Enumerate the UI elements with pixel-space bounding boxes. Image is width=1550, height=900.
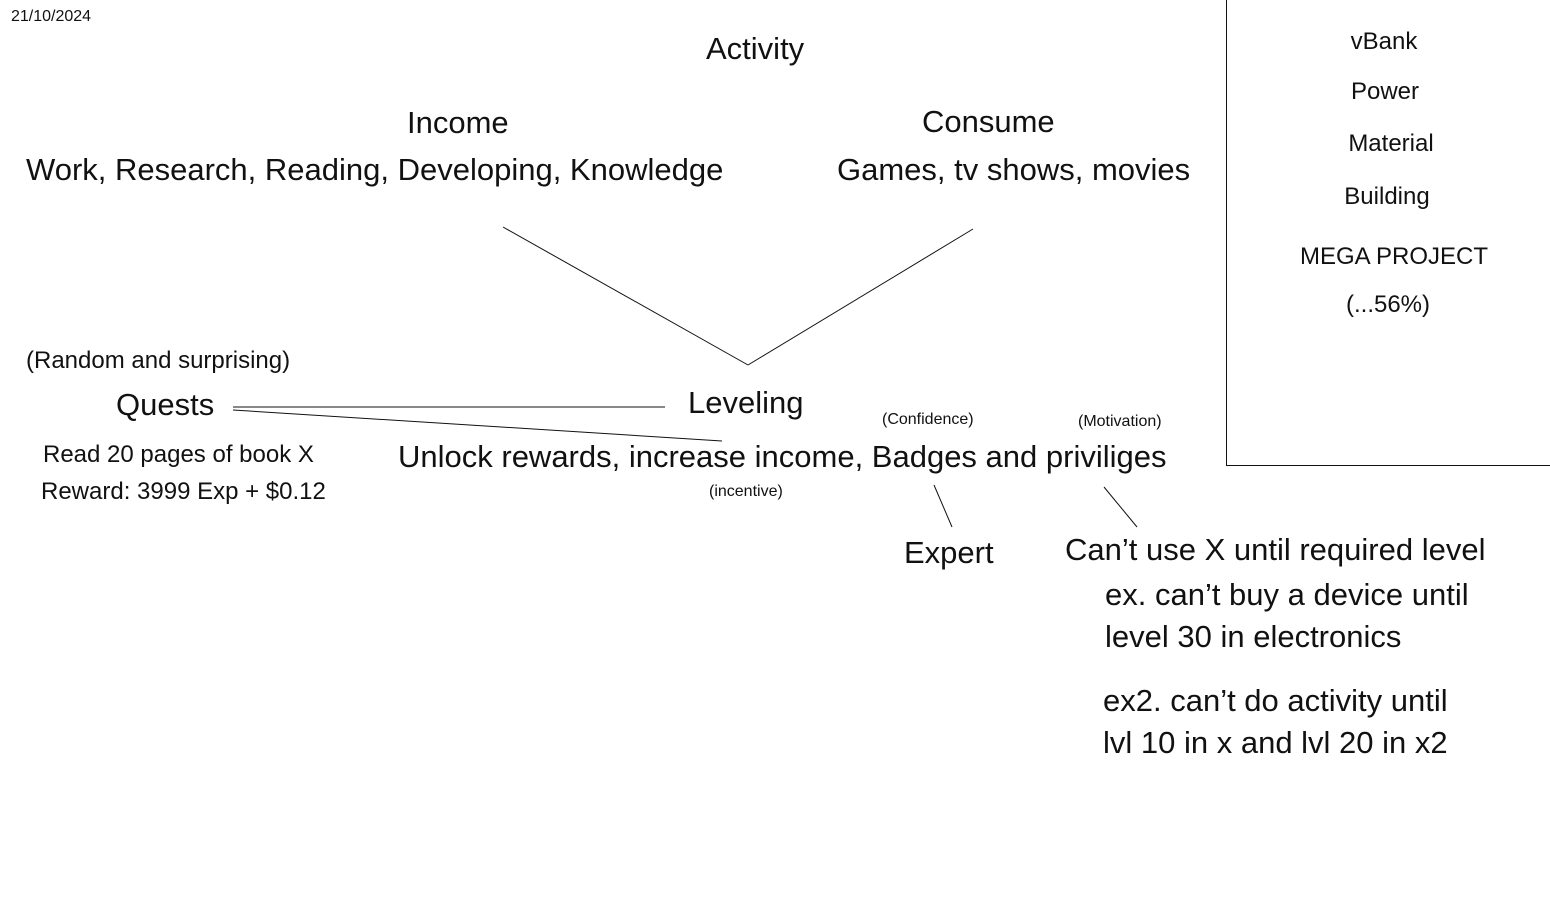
incentive-note: (incentive): [709, 483, 783, 500]
date-label: 21/10/2024: [11, 8, 92, 25]
expert-label: Expert: [904, 535, 994, 570]
motivation-note: (Motivation): [1078, 413, 1162, 430]
restriction-example-1-line-2: level 30 in electronics: [1105, 619, 1402, 654]
consume-items: Games, tv shows, movies: [837, 152, 1191, 187]
priviliges-to-restriction-line: [1103, 486, 1138, 528]
quests-heading: Quests: [116, 387, 215, 422]
income-items: Work, Research, Reading, Developing, Kno…: [26, 152, 724, 187]
page-title: Activity: [706, 31, 805, 66]
restriction-example-2-line-2: lvl 10 in x and lvl 20 in x2: [1103, 725, 1448, 760]
income-heading: Income: [407, 105, 509, 140]
badges-to-expert-line: [933, 484, 953, 528]
restriction-example-1-line-1: ex. can’t buy a device until: [1105, 577, 1469, 612]
consume-to-leveling-line: [747, 228, 974, 366]
panel-item-power: Power: [1350, 78, 1420, 105]
restriction-heading: Can’t use X until required level: [1065, 532, 1486, 567]
quest-example: Read 20 pages of book X: [43, 441, 314, 468]
quests-to-unlocks-line: [232, 409, 723, 442]
income-to-leveling-line: [502, 226, 749, 366]
restriction-example-2-line-1: ex2. can’t do activity until: [1103, 683, 1448, 718]
consume-heading: Consume: [922, 104, 1055, 139]
confidence-note: (Confidence): [882, 411, 974, 428]
panel-item-material: Material: [1348, 130, 1434, 157]
panel-item-building: Building: [1344, 183, 1430, 210]
leveling-heading: Leveling: [688, 385, 804, 420]
quest-reward: Reward: 3999 Exp + $0.12: [41, 478, 326, 505]
panel-item-vbank: vBank: [1350, 28, 1418, 55]
resource-panel: vBank Power Material Building MEGA PROJE…: [1226, 0, 1550, 466]
panel-item-progress: (...56%): [1345, 291, 1431, 318]
panel-item-mega-project: MEGA PROJECT: [1299, 243, 1489, 270]
leveling-unlocks: Unlock rewards, increase income, Badges …: [398, 439, 1167, 474]
quests-note: (Random and surprising): [26, 347, 291, 374]
